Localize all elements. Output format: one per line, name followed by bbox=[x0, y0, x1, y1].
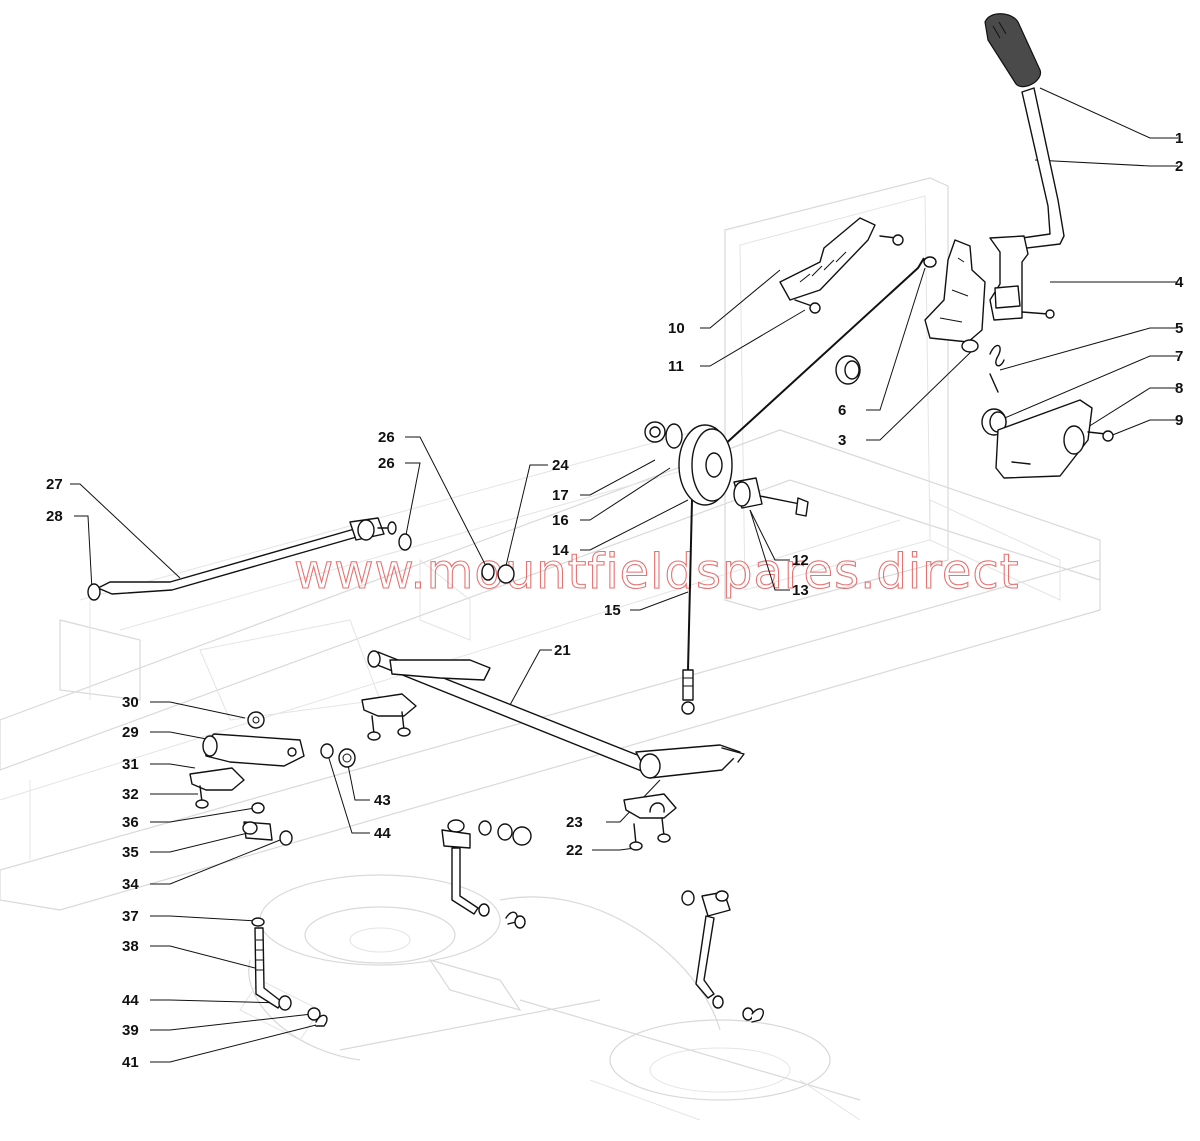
bolt-rod-27 bbox=[377, 521, 397, 535]
callout-31: 31 bbox=[122, 756, 139, 773]
callout-4: 4 bbox=[1175, 274, 1184, 291]
clamp-23 bbox=[623, 793, 677, 819]
callout-7: 7 bbox=[1175, 348, 1183, 365]
rod-27 bbox=[97, 517, 385, 595]
spring-5 bbox=[989, 344, 1005, 393]
callout-35: 35 bbox=[122, 844, 139, 861]
screw-22 bbox=[629, 817, 671, 851]
cutting-deck-ghost bbox=[239, 874, 861, 1121]
star-washer-30 bbox=[247, 711, 265, 729]
link-29 bbox=[202, 733, 305, 767]
lever-rod bbox=[1007, 87, 1065, 251]
lever-bracket bbox=[924, 239, 986, 353]
washer-34 bbox=[279, 830, 293, 846]
drop-link-right bbox=[681, 890, 764, 1023]
height-plate-10 bbox=[779, 217, 904, 301]
callout-15: 15 bbox=[604, 602, 621, 619]
callout-13: 13 bbox=[792, 582, 809, 599]
callout-11: 11 bbox=[668, 358, 684, 375]
nut-36 bbox=[251, 802, 265, 814]
chassis-frame-ghost bbox=[0, 177, 1101, 911]
callout-9: 9 bbox=[1175, 412, 1183, 429]
washer-28 bbox=[87, 583, 101, 601]
callout-6: 6 bbox=[838, 402, 846, 419]
callout-21: 21 bbox=[554, 642, 571, 659]
drop-link-middle bbox=[441, 819, 532, 929]
callout-2: 2 bbox=[1175, 158, 1183, 175]
callout-1: 1 bbox=[1175, 130, 1183, 147]
washer-44-upper bbox=[320, 743, 334, 759]
bolt-11 bbox=[794, 299, 821, 314]
bush-7 bbox=[981, 408, 1007, 436]
nut-43 bbox=[338, 748, 356, 768]
trunnion-35 bbox=[242, 821, 273, 841]
clip-41 bbox=[315, 1014, 328, 1027]
pulley-14 bbox=[678, 424, 733, 506]
callout-8: 8 bbox=[1175, 380, 1183, 397]
callout-30: 30 bbox=[122, 694, 139, 711]
nut-37 bbox=[251, 917, 265, 927]
bush-17 bbox=[644, 421, 666, 443]
callout-10: 10 bbox=[668, 320, 685, 337]
washer-16 bbox=[665, 423, 683, 449]
bolt-9 bbox=[1087, 430, 1114, 442]
callout-44-lower: 44 bbox=[122, 992, 139, 1009]
cable-end-15 bbox=[681, 669, 695, 715]
washer-39 bbox=[307, 1007, 321, 1021]
callout-38: 38 bbox=[122, 938, 139, 955]
callout-14: 14 bbox=[552, 542, 569, 559]
lever-grip bbox=[984, 13, 1042, 88]
callout-3: 3 bbox=[838, 432, 846, 449]
clamp-upper bbox=[361, 693, 417, 741]
leader-lines bbox=[70, 87, 1178, 1063]
callout-32: 32 bbox=[122, 786, 139, 803]
screw-32 bbox=[195, 785, 209, 809]
watermark-text: www.mountfieldspares.direct bbox=[294, 544, 1020, 600]
callout-37: 37 bbox=[122, 908, 139, 925]
callout-24: 24 bbox=[552, 457, 569, 474]
callout-44-upper: 44 bbox=[374, 825, 391, 842]
nut-6 bbox=[923, 256, 937, 268]
pivot-bush bbox=[835, 355, 861, 385]
callout-43: 43 bbox=[374, 792, 391, 809]
callout-39: 39 bbox=[122, 1022, 139, 1039]
callout-26-lower: 26 bbox=[378, 455, 395, 472]
cable-15 bbox=[687, 257, 925, 671]
clamp-31 bbox=[189, 767, 245, 791]
callout-26-upper: 26 bbox=[378, 429, 395, 446]
callout-34: 34 bbox=[122, 876, 139, 893]
bush-24 bbox=[497, 564, 515, 584]
washer-26-left bbox=[481, 563, 495, 581]
callout-labels: 1 2 4 5 7 8 9 6 3 10 11 24 17 16 14 15 1… bbox=[46, 130, 1184, 1071]
callout-28: 28 bbox=[46, 508, 63, 525]
bracket-8 bbox=[995, 399, 1093, 479]
spacer-12 bbox=[733, 477, 763, 509]
bolt-13 bbox=[759, 495, 809, 517]
rod-38 bbox=[254, 927, 283, 1009]
washer-44-lower bbox=[278, 995, 292, 1011]
callout-5: 5 bbox=[1175, 320, 1183, 337]
callout-36: 36 bbox=[122, 814, 139, 831]
callout-22: 22 bbox=[566, 842, 583, 859]
callout-16: 16 bbox=[552, 512, 569, 529]
washer-26-right bbox=[398, 533, 412, 551]
callout-23: 23 bbox=[566, 814, 583, 831]
callout-27: 27 bbox=[46, 476, 63, 493]
callout-29: 29 bbox=[122, 724, 139, 741]
shaft-21 bbox=[367, 650, 745, 779]
lever-handle-plate bbox=[989, 235, 1029, 321]
callout-12: 12 bbox=[792, 552, 809, 569]
callout-17: 17 bbox=[552, 487, 569, 504]
callout-41: 41 bbox=[122, 1054, 139, 1071]
bolt-4 bbox=[1021, 309, 1055, 319]
